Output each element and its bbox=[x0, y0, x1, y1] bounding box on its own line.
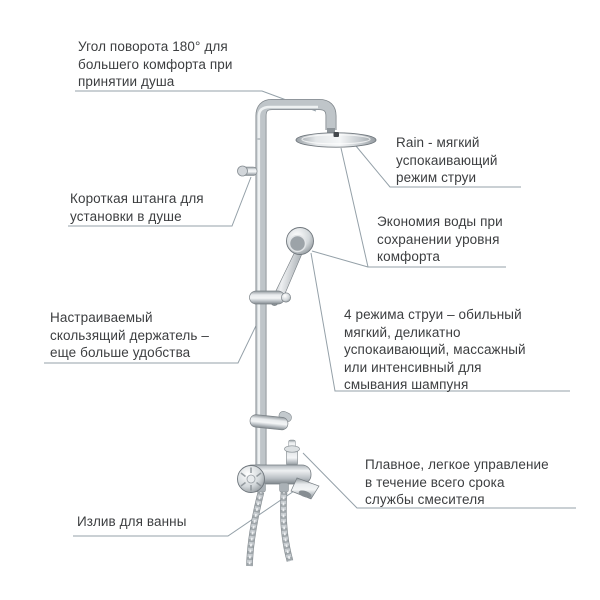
label-line: большего комфорта при bbox=[78, 56, 233, 72]
label-line: скользящий держатель – bbox=[50, 327, 209, 343]
label-line: режим струи bbox=[396, 170, 477, 185]
label-line: Rain - мягкий bbox=[396, 135, 480, 150]
shower-hose bbox=[246, 491, 294, 567]
leader-spray-modes bbox=[310, 252, 570, 392]
label-short-bar: Короткая штанга для установки в душе bbox=[70, 190, 204, 225]
label-line: 4 режима струи – обильный bbox=[344, 307, 522, 322]
leader-rain-mode bbox=[355, 145, 521, 188]
label-line: Экономия воды при bbox=[377, 214, 503, 229]
label-sliding-holder: Настраиваемый скользящий держатель – еще… bbox=[50, 309, 209, 362]
label-smooth-control: Плавное, легкое управление в течение все… bbox=[365, 456, 549, 509]
label-line: еще больше удобства bbox=[50, 345, 191, 360]
label-line: службы смесителя bbox=[365, 492, 485, 507]
bath-mixer bbox=[237, 439, 320, 500]
label-spray-modes: 4 режима струи – обильный мягкий, делика… bbox=[344, 306, 526, 394]
leader-smooth-control bbox=[302, 452, 576, 509]
label-rain-mode: Rain - мягкий успокаивающий режим струи bbox=[396, 134, 498, 187]
label-line: смывания шампуня bbox=[344, 377, 469, 392]
label-line: Излив для ванны bbox=[77, 514, 187, 529]
bath-spout-part bbox=[290, 477, 320, 500]
leader-water-saving-handshower bbox=[311, 250, 369, 268]
wall-bracket bbox=[237, 165, 258, 177]
label-line: Плавное, легкое управление bbox=[365, 457, 549, 472]
label-water-saving: Экономия воды при сохранении уровня комф… bbox=[377, 213, 503, 266]
leader-bath-spout bbox=[73, 488, 298, 537]
slider-holder bbox=[249, 290, 291, 305]
label-line: в течение всего срока bbox=[365, 474, 505, 490]
rain-shower-head bbox=[295, 128, 377, 148]
shower-system-illustration bbox=[237, 99, 377, 567]
label-line: комфорта bbox=[377, 249, 441, 264]
label-rotation-angle: Угол поворота 180° для большего комфорта… bbox=[78, 38, 233, 91]
label-line: Короткая штанга для bbox=[70, 191, 204, 206]
label-bath-spout: Излив для ванны bbox=[77, 513, 187, 531]
mixer-knob bbox=[237, 465, 265, 493]
label-line: Настраиваемый bbox=[50, 310, 153, 325]
label-line: Угол поворота 180° для bbox=[78, 39, 228, 54]
callout-lines bbox=[44, 90, 576, 537]
shower-arm bbox=[255, 99, 337, 140]
label-line: успокаивающий, массажный bbox=[344, 342, 526, 357]
label-line: или интенсивный для bbox=[344, 359, 482, 375]
label-line: сохранении уровня bbox=[377, 231, 500, 247]
label-line: успокаивающий bbox=[396, 152, 498, 168]
label-line: принятии душа bbox=[78, 74, 175, 89]
lower-bracket bbox=[249, 411, 292, 431]
leader-short-bar bbox=[68, 176, 252, 227]
label-line: установки в душе bbox=[70, 208, 182, 224]
label-line: мягкий, деликатно bbox=[344, 324, 461, 340]
